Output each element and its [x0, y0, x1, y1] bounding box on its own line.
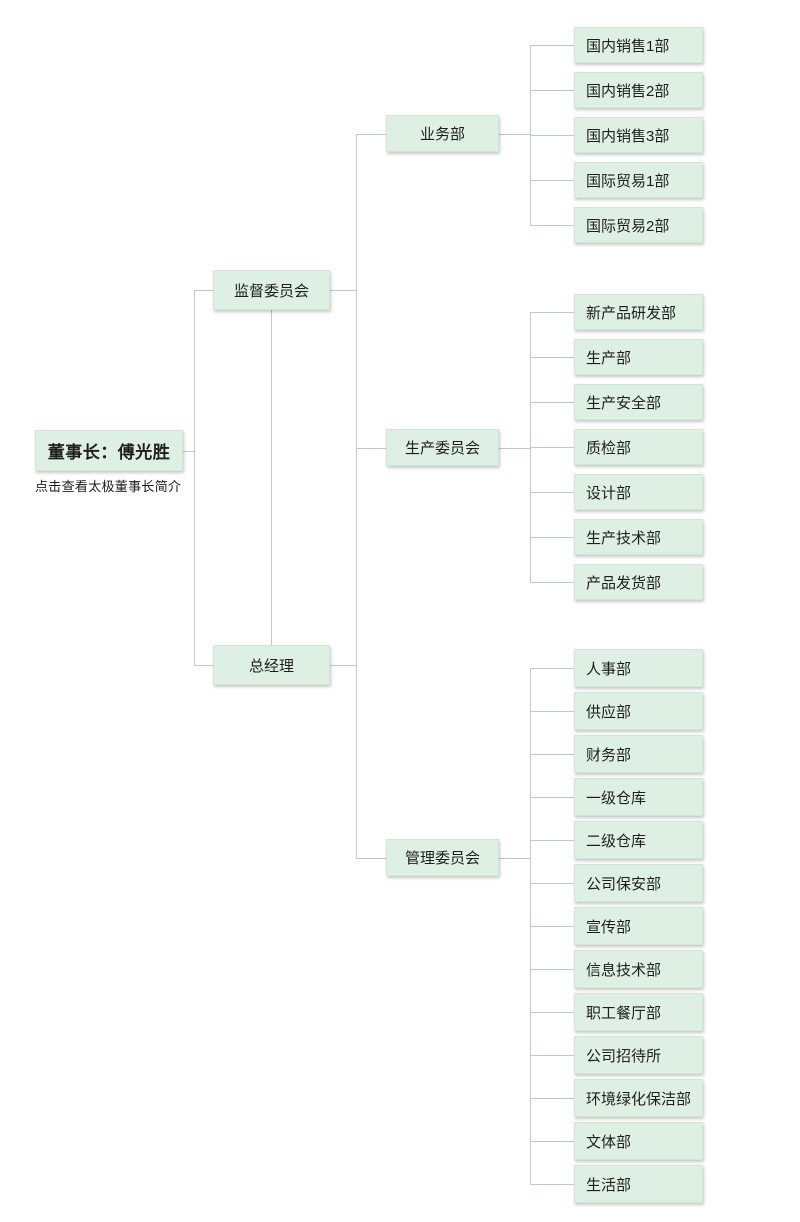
connector-line — [271, 310, 272, 645]
connector-line — [530, 312, 574, 313]
root-node-chairman[interactable]: 董事长：傅光胜 — [35, 430, 183, 471]
leaf-node[interactable]: 文体部 — [574, 1122, 703, 1160]
leaf-node[interactable]: 生活部 — [574, 1165, 703, 1203]
connector-line — [499, 858, 530, 859]
node-management-committee[interactable]: 管理委员会 — [386, 839, 499, 876]
connector-line — [530, 797, 574, 798]
leaf-node[interactable]: 生产部 — [574, 339, 703, 375]
connector-line — [499, 134, 530, 135]
connector-line — [194, 665, 213, 666]
connector-line — [530, 90, 574, 91]
connector-line — [356, 448, 386, 449]
connector-line — [183, 451, 194, 452]
connector-line — [530, 840, 574, 841]
leaf-node[interactable]: 公司招待所 — [574, 1036, 703, 1074]
node-general-manager[interactable]: 总经理 — [213, 645, 330, 685]
leaf-node[interactable]: 质检部 — [574, 429, 703, 465]
leaf-node[interactable]: 一级仓库 — [574, 778, 703, 816]
leaf-node[interactable]: 国际贸易2部 — [574, 207, 703, 243]
node-production-committee[interactable]: 生产委员会 — [386, 429, 499, 466]
connector-line — [530, 883, 574, 884]
node-supervisory-committee[interactable]: 监督委员会 — [213, 270, 330, 310]
connector-line — [530, 1141, 574, 1142]
connector-line — [356, 858, 386, 859]
connector-line — [530, 1055, 574, 1056]
connector-line — [530, 447, 574, 448]
connector-line — [356, 134, 386, 135]
connector-line — [530, 668, 574, 669]
leaf-node[interactable]: 宣传部 — [574, 907, 703, 945]
connector-line — [530, 402, 574, 403]
leaf-node[interactable]: 设计部 — [574, 474, 703, 510]
connector-line — [530, 135, 574, 136]
connector-line — [530, 492, 574, 493]
connector-line — [530, 582, 574, 583]
leaf-node[interactable]: 国内销售3部 — [574, 117, 703, 153]
node-business-dept[interactable]: 业务部 — [386, 115, 499, 152]
leaf-node[interactable]: 人事部 — [574, 649, 703, 687]
connector-line — [330, 290, 356, 291]
leaf-node[interactable]: 环境绿化保洁部 — [574, 1079, 703, 1117]
leaf-node[interactable]: 国内销售1部 — [574, 27, 703, 63]
connector-line — [194, 290, 213, 291]
leaf-node[interactable]: 职工餐厅部 — [574, 993, 703, 1031]
leaf-node[interactable]: 新产品研发部 — [574, 294, 703, 330]
connector-line — [330, 665, 356, 666]
connector-line — [530, 926, 574, 927]
connector-line — [530, 1184, 574, 1185]
connector-line — [356, 134, 357, 858]
connector-line — [530, 357, 574, 358]
leaf-node[interactable]: 国内销售2部 — [574, 72, 703, 108]
connector-line — [530, 1012, 574, 1013]
leaf-node[interactable]: 二级仓库 — [574, 821, 703, 859]
leaf-node[interactable]: 国际贸易1部 — [574, 162, 703, 198]
connector-line — [530, 537, 574, 538]
connector-line — [530, 45, 574, 46]
connector-line — [530, 969, 574, 970]
leaf-node[interactable]: 产品发货部 — [574, 564, 703, 600]
leaf-node[interactable]: 生产技术部 — [574, 519, 703, 555]
leaf-node[interactable]: 财务部 — [574, 735, 703, 773]
connector-line — [530, 1098, 574, 1099]
leaf-node[interactable]: 供应部 — [574, 692, 703, 730]
connector-line — [499, 448, 530, 449]
connector-line — [194, 290, 195, 665]
leaf-node[interactable]: 信息技术部 — [574, 950, 703, 988]
root-note[interactable]: 点击查看太极董事长简介 — [35, 479, 182, 494]
connector-line — [530, 180, 574, 181]
connector-line — [530, 225, 574, 226]
leaf-node[interactable]: 公司保安部 — [574, 864, 703, 902]
connector-line — [530, 711, 574, 712]
connector-line — [530, 754, 574, 755]
leaf-node[interactable]: 生产安全部 — [574, 384, 703, 420]
